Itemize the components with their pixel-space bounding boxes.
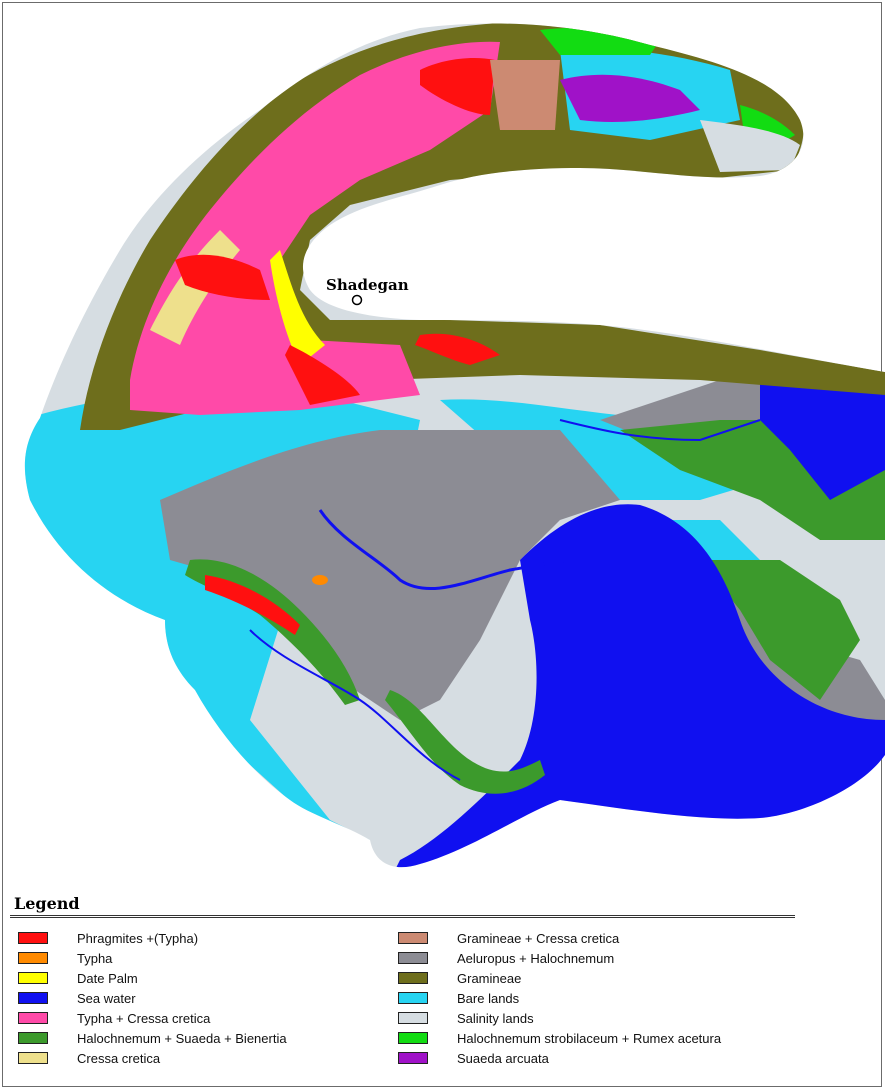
legend: Legend Phragmites +(Typha) Typha Date Pa… (10, 894, 795, 1084)
place-label-shadegan: Shadegan (326, 276, 409, 294)
zone-gramineae-cressa (490, 60, 560, 130)
zone-suaeda-arcuata (560, 74, 700, 122)
legend-column-left: Phragmites +(Typha) Typha Date Palm Sea … (18, 928, 287, 1068)
legend-swatch (398, 1052, 428, 1064)
zone-halochnemum-rumex (540, 28, 660, 55)
legend-label: Phragmites +(Typha) (77, 930, 199, 946)
legend-swatch (398, 1032, 428, 1044)
legend-label: Date Palm (77, 970, 138, 986)
river-channel (318, 509, 581, 591)
legend-swatch (18, 992, 48, 1004)
zone-typha-patch (312, 575, 328, 585)
zone-phragmites-ne (420, 58, 495, 115)
legend-label: Typha (77, 950, 113, 966)
zone-halochnemum-south (385, 690, 545, 794)
legend-swatch (18, 1012, 48, 1024)
legend-label: Aeluropus + Halochnemum (457, 950, 615, 966)
legend-item: Suaeda arcuata (398, 1048, 721, 1068)
legend-label: Typha + Cressa cretica (77, 1010, 211, 1026)
legend-swatch (18, 1052, 48, 1064)
zone-salinity-ne (700, 120, 800, 172)
legend-item: Aeluropus + Halochnemum (398, 948, 721, 968)
river-channel-south (249, 629, 461, 781)
legend-swatch (18, 932, 48, 944)
legend-label: Gramineae + Cressa cretica (457, 930, 620, 946)
legend-item: Date Palm (18, 968, 287, 988)
legend-label: Suaeda arcuata (457, 1050, 549, 1066)
legend-swatch (398, 1012, 428, 1024)
legend-swatch (18, 972, 48, 984)
legend-swatch (398, 932, 428, 944)
legend-item: Cressa cretica (18, 1048, 287, 1068)
legend-swatch (398, 992, 428, 1004)
legend-item: Sea water (18, 988, 287, 1008)
zone-phragmites-north (175, 254, 270, 300)
zone-sea-water (380, 504, 885, 868)
legend-swatch (18, 952, 48, 964)
legend-column-right: Gramineae + Cressa cretica Aeluropus + H… (398, 928, 721, 1068)
legend-label: Halochnemum strobilaceum + Rumex acetura (457, 1030, 722, 1046)
zone-phragmites-south-arc (415, 333, 500, 365)
legend-item: Bare lands (398, 988, 721, 1008)
zone-halochnemum-peninsula (700, 560, 860, 700)
legend-divider (10, 915, 795, 918)
legend-item: Gramineae (398, 968, 721, 988)
legend-swatch (398, 952, 428, 964)
legend-label: Sea water (77, 990, 136, 1006)
zone-typha-cressa (130, 41, 500, 415)
legend-item: Halochnemum strobilaceum + Rumex acetura (398, 1028, 721, 1048)
legend-item: Gramineae + Cressa cretica (398, 928, 721, 948)
legend-label: Halochnemum + Suaeda + Bienertia (77, 1030, 287, 1046)
legend-label: Salinity lands (457, 1010, 534, 1026)
zone-sea-water-bay (760, 380, 885, 500)
zone-phragmites-island (205, 575, 300, 635)
zone-date-palm (270, 250, 325, 365)
river-channel-east (559, 419, 761, 442)
legend-item: Phragmites +(Typha) (18, 928, 287, 948)
legend-label: Cressa cretica (77, 1050, 161, 1066)
legend-label: Gramineae (457, 970, 522, 986)
legend-item: Typha (18, 948, 287, 968)
legend-item: Halochnemum + Suaeda + Bienertia (18, 1028, 287, 1048)
legend-title: Legend (14, 894, 80, 913)
legend-item: Typha + Cressa cretica (18, 1008, 287, 1028)
legend-item: Salinity lands (398, 1008, 721, 1028)
zone-aeluropus (160, 430, 620, 720)
legend-label: Bare lands (457, 990, 520, 1006)
legend-swatch (398, 972, 428, 984)
zone-phragmites-mid (285, 345, 360, 405)
town-marker (351, 294, 363, 306)
legend-swatch (18, 1032, 48, 1044)
